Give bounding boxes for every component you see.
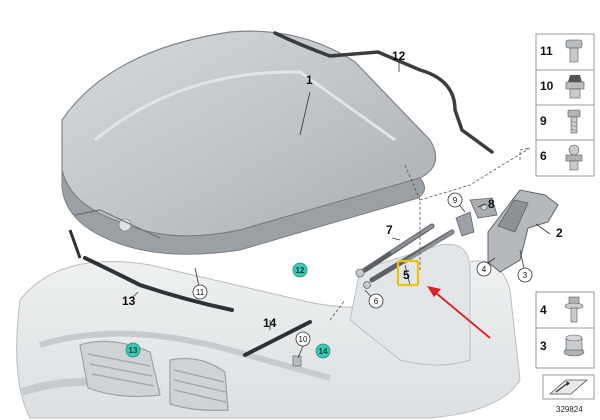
svg-text:4: 4 bbox=[482, 265, 487, 274]
circled-callout-9: 9 bbox=[447, 192, 463, 208]
callout-8: 8 bbox=[488, 197, 495, 211]
legend-top-panel: 11 10 9 6 bbox=[535, 33, 595, 177]
svg-text:6: 6 bbox=[540, 149, 547, 163]
callout-7: 7 bbox=[386, 223, 393, 237]
hood-hinge bbox=[455, 189, 559, 273]
svg-text:10: 10 bbox=[299, 335, 308, 344]
hood-seal-rear bbox=[273, 31, 494, 154]
gas-strut bbox=[355, 223, 455, 289]
seal-14 bbox=[243, 320, 312, 357]
circled-callout-4: 4 bbox=[476, 261, 492, 277]
legend-item-3: 3 bbox=[540, 334, 585, 357]
svg-text:6: 6 bbox=[374, 297, 379, 306]
kidney-grille bbox=[79, 340, 229, 411]
seal-front-13 bbox=[83, 256, 234, 312]
teal-callout-12: 12 bbox=[292, 262, 308, 278]
svg-text:9: 9 bbox=[540, 114, 547, 128]
callout-1: 1 bbox=[306, 73, 313, 87]
svg-text:10: 10 bbox=[540, 79, 554, 93]
bolt-washer-icon bbox=[564, 296, 584, 323]
circled-callout-10: 10 bbox=[295, 331, 311, 347]
legend-bottom-panel: 4 3 bbox=[535, 291, 595, 369]
callout-12: 12 bbox=[392, 49, 406, 63]
fastening-label-icon bbox=[542, 374, 595, 400]
hood-panel bbox=[61, 30, 437, 255]
callout-5-highlight bbox=[396, 259, 420, 287]
teal-callout-13: 13 bbox=[125, 342, 141, 358]
callout-5: 5 bbox=[403, 268, 410, 282]
red-arrow bbox=[427, 286, 491, 339]
svg-text:14: 14 bbox=[319, 347, 328, 356]
nut-icon bbox=[563, 334, 585, 357]
clip-icon bbox=[565, 39, 583, 63]
legend-item-6: 6 bbox=[540, 144, 583, 171]
legend-item-9: 9 bbox=[540, 109, 581, 134]
circled-callout-6: 6 bbox=[368, 293, 384, 309]
teal-callout-14: 14 bbox=[315, 343, 331, 359]
svg-text:11: 11 bbox=[196, 288, 205, 297]
callout-13: 13 bbox=[122, 294, 136, 308]
callout-2: 2 bbox=[556, 226, 563, 240]
document-number: 329824 bbox=[556, 405, 583, 414]
circled-callout-3: 3 bbox=[517, 267, 533, 283]
legend-item-10: 10 bbox=[540, 75, 585, 99]
svg-text:12: 12 bbox=[296, 266, 305, 275]
svg-text:11: 11 bbox=[540, 44, 553, 58]
legend-item-4: 4 bbox=[540, 296, 584, 323]
bumper-buffer-icon bbox=[565, 144, 583, 171]
car-front-body bbox=[16, 243, 521, 419]
svg-text:3: 3 bbox=[540, 339, 547, 353]
grommet-icon bbox=[565, 75, 585, 99]
svg-text:3: 3 bbox=[523, 271, 528, 280]
svg-text:4: 4 bbox=[540, 303, 547, 317]
callout-14: 14 bbox=[263, 316, 277, 330]
screw-icon bbox=[567, 109, 581, 134]
bumper-buffer bbox=[292, 355, 302, 367]
svg-text:13: 13 bbox=[129, 346, 138, 355]
svg-text:9: 9 bbox=[453, 196, 458, 205]
legend-item-11: 11 bbox=[540, 39, 583, 63]
circled-callout-11: 11 bbox=[192, 284, 208, 300]
